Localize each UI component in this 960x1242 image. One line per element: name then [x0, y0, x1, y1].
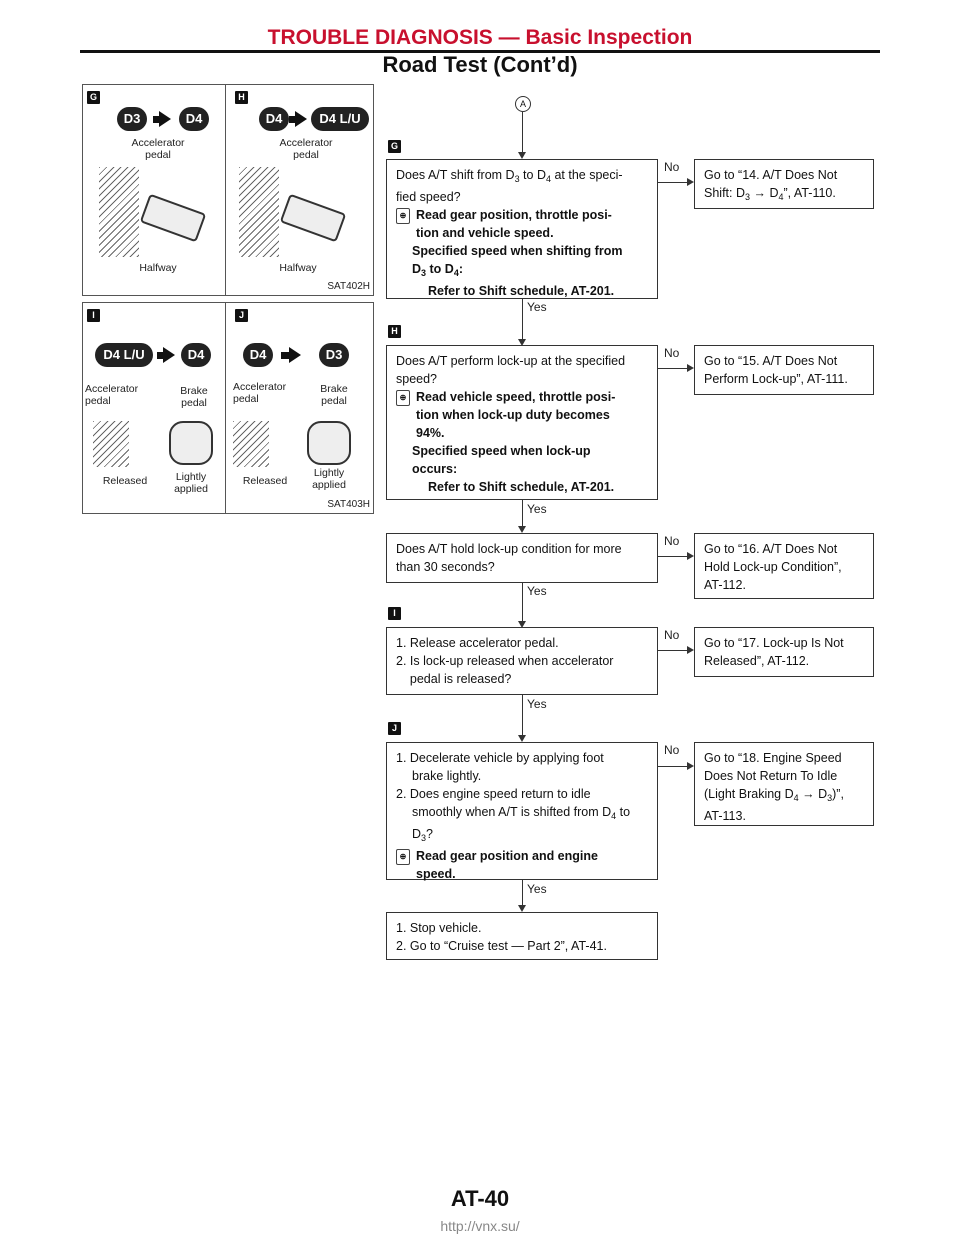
brake-pedal-icon	[169, 421, 213, 465]
accelerator-pedal-label: Accelerator pedal	[279, 137, 333, 161]
gear-badge-d4: D4	[179, 107, 209, 131]
action-box-16[interactable]: Go to “16. A/T Does Not Hold Lock-up Con…	[694, 533, 874, 599]
question-text: Does A/T shift from D3 to D4 at the spec…	[396, 168, 623, 204]
gear-badge-d3: D3	[319, 343, 349, 367]
no-label: No	[664, 628, 680, 642]
inspection-icon: ⊕	[396, 389, 410, 406]
halfway-label: Halfway	[139, 262, 177, 274]
yes-label: Yes	[527, 300, 547, 314]
gear-badge-d4: D4	[259, 107, 289, 131]
yes-label: Yes	[527, 502, 547, 516]
floor-hatch	[239, 167, 279, 257]
accelerator-pedal-icon	[139, 193, 207, 243]
question-box-lock-up: Does A/T perform lock-up at the specifie…	[386, 345, 658, 500]
no-label: No	[664, 346, 680, 360]
gear-badge-d4-lu: D4 L/U	[311, 107, 369, 131]
section-title: TROUBLE DIAGNOSIS — Basic Inspection	[267, 26, 693, 49]
question-box-release-pedal: 1. Release accelerator pedal. 2. Is lock…	[386, 627, 658, 695]
gear-badge-d4: D4	[243, 343, 273, 367]
marker-g: G	[87, 91, 100, 104]
gear-badge-d3: D3	[117, 107, 147, 131]
released-label: Released	[242, 475, 288, 487]
yes-label: Yes	[527, 882, 547, 896]
floor-hatch	[99, 167, 139, 257]
start-connector-a: A	[515, 96, 531, 112]
marker-h: H	[235, 91, 248, 104]
no-label: No	[664, 160, 680, 174]
figure-code: SAT403H	[327, 499, 370, 510]
final-step-box: 1. Stop vehicle. 2. Go to “Cruise test —…	[386, 912, 658, 960]
figure-code: SAT402H	[327, 281, 370, 292]
figure-sat402h: G H D3 D4 Accelerator pedal Halfway D4 D…	[82, 84, 374, 296]
question-text: Does A/T hold lock-up condition for more…	[396, 542, 622, 574]
spec-value: Refer to Shift schedule, AT-201.	[428, 284, 615, 298]
inspection-note: ⊕Read gear position, throttle posi-tion …	[396, 206, 648, 242]
action-text: Go to “17. Lock-up Is Not Released”, AT-…	[704, 636, 844, 668]
header-rule	[80, 50, 880, 53]
yes-label: Yes	[527, 584, 547, 598]
accelerator-pedal-label: Accelerator pedal	[85, 383, 139, 407]
step-marker-g: G	[388, 140, 401, 153]
final-step-text: 1. Stop vehicle. 2. Go to “Cruise test —…	[396, 921, 607, 953]
brake-pedal-label: Brake pedal	[180, 385, 208, 409]
action-box-17[interactable]: Go to “17. Lock-up Is Not Released”, AT-…	[694, 627, 874, 677]
inspection-note: ⊕Read vehicle speed, throttle posi-tion …	[396, 388, 648, 442]
footer-url[interactable]: http://vnx.su/	[440, 1218, 520, 1234]
floor-hatch	[93, 421, 129, 467]
accelerator-pedal-label: Accelerator pedal	[131, 137, 185, 161]
question-box-shift-d3-d4: Does A/T shift from D3 to D4 at the spec…	[386, 159, 658, 299]
inspection-icon: ⊕	[396, 207, 410, 224]
marker-j: J	[235, 309, 248, 322]
inspection-icon: ⊕	[396, 848, 410, 865]
question-box-hold-lock-up: Does A/T hold lock-up condition for more…	[386, 533, 658, 583]
page-number: AT-40	[450, 1186, 510, 1211]
released-label: Released	[102, 475, 148, 487]
action-text: Go to “16. A/T Does Not Hold Lock-up Con…	[704, 542, 842, 592]
figure-sat403h: I J D4 L/U D4 Accelerator pedal Brake pe…	[82, 302, 374, 514]
step-marker-h: H	[388, 325, 401, 338]
spec-value: Refer to Shift schedule, AT-201.	[428, 480, 615, 494]
marker-i: I	[87, 309, 100, 322]
no-label: No	[664, 534, 680, 548]
question-text: 1. Release accelerator pedal. 2. Is lock…	[396, 636, 614, 686]
gear-badge-d4: D4	[181, 343, 211, 367]
accelerator-pedal-label: Accelerator pedal	[233, 381, 287, 405]
yes-label: Yes	[527, 697, 547, 711]
floor-hatch	[233, 421, 269, 467]
no-label: No	[664, 743, 680, 757]
brake-pedal-label: Brake pedal	[320, 383, 348, 407]
page-subtitle: Road Test (Cont’d)	[382, 52, 578, 77]
step-marker-i: I	[388, 607, 401, 620]
lightly-applied-label: Lightly applied	[312, 467, 346, 491]
lightly-applied-label: Lightly applied	[174, 471, 208, 495]
question-text: Does A/T perform lock-up at the specifie…	[396, 354, 626, 386]
brake-pedal-icon	[307, 421, 351, 465]
gear-badge-d4-lu: D4 L/U	[95, 343, 153, 367]
accelerator-pedal-icon	[279, 193, 347, 243]
halfway-label: Halfway	[279, 262, 317, 274]
step-marker-j: J	[388, 722, 401, 735]
